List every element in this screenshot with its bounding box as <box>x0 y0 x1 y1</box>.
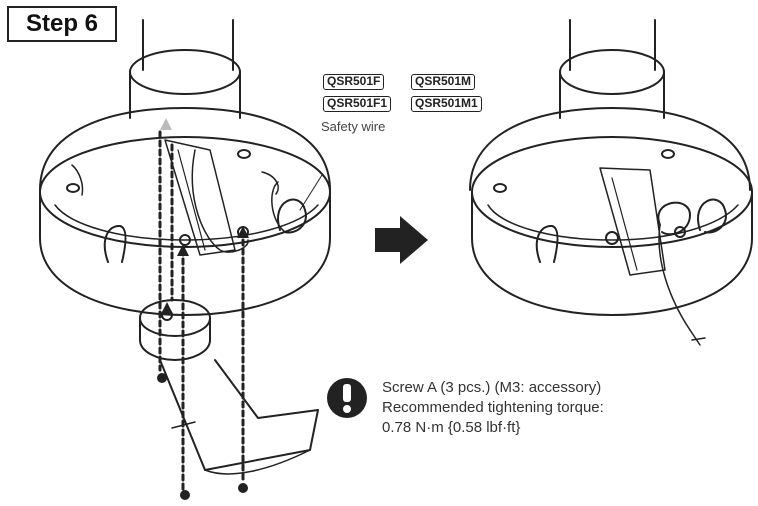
screw-note-line-2: Recommended tightening torque: <box>382 399 604 416</box>
right-mount-bracket <box>469 19 753 346</box>
model-tag-qsr501f: QSR501F <box>323 74 385 90</box>
left-mount-bracket <box>39 19 331 500</box>
screw-note: Screw A (3 pcs.) (M3: accessory) Recomme… <box>382 378 752 438</box>
model-tag-qsr501f1: QSR501F1 <box>323 96 392 112</box>
exclamation-icon <box>327 378 367 418</box>
next-arrow <box>375 216 428 264</box>
safety-wire-label: Safety wire <box>321 119 386 134</box>
model-tag-qsr501m: QSR501M <box>411 74 476 90</box>
screw-note-line-1: Screw A (3 pcs.) (M3: accessory) <box>382 379 602 396</box>
step-label: Step 6 <box>7 6 117 42</box>
screw-note-line-3: 0.78 N·m {0.58 lbf·ft} <box>382 419 521 436</box>
model-tag-qsr501m1: QSR501M1 <box>411 96 482 112</box>
